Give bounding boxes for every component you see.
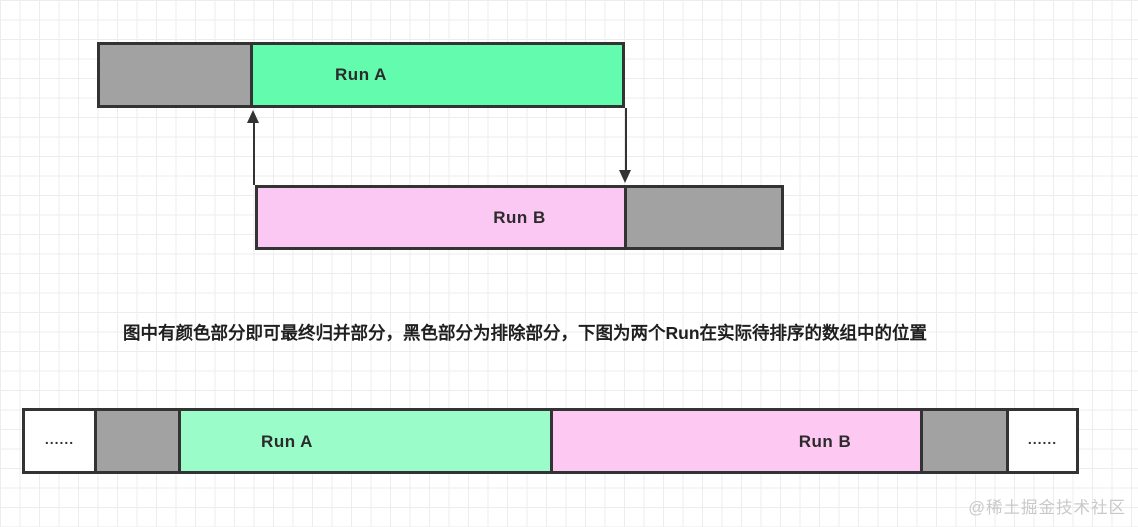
- array-excluded-segment-right: [920, 411, 1006, 471]
- right-ellipsis-label: ......: [1027, 431, 1058, 447]
- run-b-bar: Run B: [255, 185, 784, 250]
- array-right-ellipsis-cell: ......: [1006, 411, 1076, 471]
- arrow-up-line: [253, 121, 255, 185]
- array-run-a-label: Run A: [261, 432, 313, 451]
- run-a-excluded-segment: [100, 45, 253, 105]
- left-ellipsis-label: ......: [44, 431, 75, 447]
- run-a-bar: Run A: [97, 42, 625, 108]
- watermark-text: @稀土掘金技术社区: [968, 499, 1126, 517]
- arrow-down-icon: [619, 170, 631, 183]
- run-b-label: Run B: [493, 207, 546, 227]
- array-left-ellipsis-cell: ......: [25, 411, 94, 471]
- run-b-excluded-segment: [627, 188, 781, 247]
- arrow-up-icon: [247, 110, 259, 123]
- array-run-a-segment: [178, 411, 550, 471]
- run-b-merge-segment: [258, 188, 627, 247]
- array-run-b-label: Run B: [798, 432, 852, 451]
- caption-text: 图中有颜色部分即可最终归并部分，黑色部分为排除部分，下图为两个Run在实际待排序…: [123, 323, 928, 343]
- array-run-b-segment: [550, 411, 920, 471]
- array-bar: ...... ......: [22, 408, 1079, 474]
- run-a-label: Run A: [335, 65, 387, 84]
- array-excluded-segment-left: [94, 411, 178, 471]
- arrow-down-line: [625, 108, 627, 172]
- run-a-merge-segment: [253, 45, 622, 105]
